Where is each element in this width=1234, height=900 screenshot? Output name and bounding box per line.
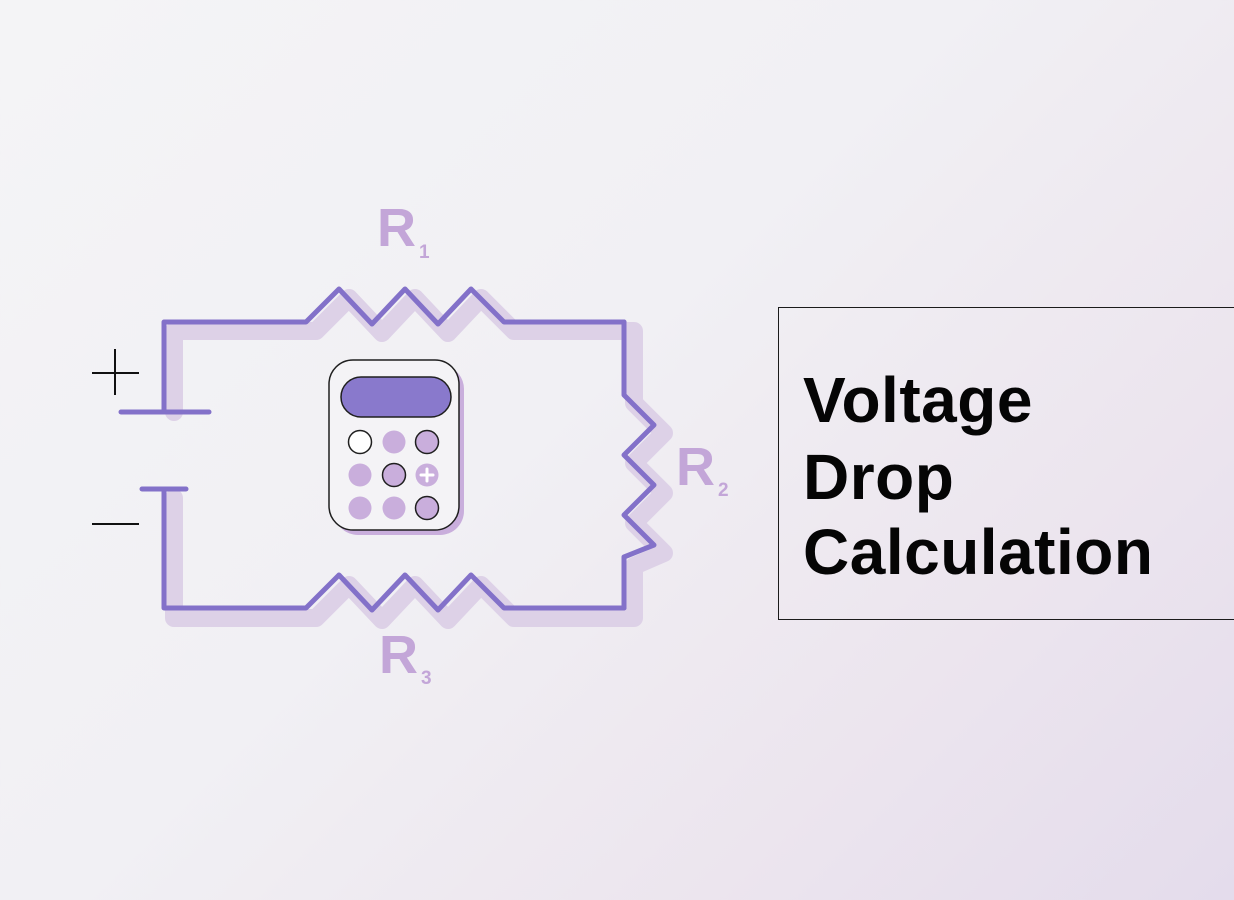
calculator-key (347, 429, 373, 455)
calculator-key (381, 462, 407, 488)
top-wire-with-resistor-r1 (161, 286, 627, 415)
calculator-plus-key-icon (419, 467, 435, 483)
resistor-label-r2: R 2 (676, 437, 729, 501)
calculator-key (382, 430, 406, 454)
resistor-label-r3: R 3 (379, 625, 432, 689)
svg-text:R: R (377, 198, 416, 258)
title-line-3: Calculation (803, 516, 1154, 588)
calculator-key (414, 429, 440, 455)
calculator-key (414, 495, 440, 521)
calculator-key (348, 463, 372, 487)
calculator-key (348, 496, 372, 520)
svg-text:R: R (676, 437, 715, 497)
title-frame: Voltage Drop Calculation (778, 307, 1234, 620)
resistor-label-r1: R 1 (377, 198, 430, 263)
circuit-wire-shadow (165, 289, 673, 629)
svg-text:2: 2 (718, 480, 729, 501)
svg-text:1: 1 (419, 242, 430, 263)
calculator-key (382, 496, 406, 520)
plus-sign-icon (92, 349, 139, 395)
svg-text:3: 3 (421, 668, 432, 689)
circuit-wire (161, 286, 657, 613)
title-line-2: Drop (803, 441, 955, 513)
calculator-display (340, 376, 452, 418)
bottom-wire-with-resistor-r3 (161, 486, 627, 613)
right-wire-with-resistor-r2 (621, 319, 657, 611)
svg-text:R: R (379, 625, 418, 685)
calculator-icon (328, 359, 464, 535)
title-line-1: Voltage (803, 364, 1033, 436)
